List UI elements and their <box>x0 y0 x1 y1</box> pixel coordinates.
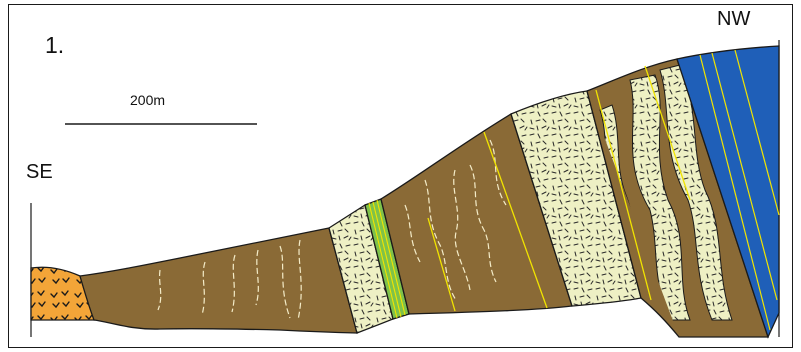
tan-unit-1 <box>80 228 357 333</box>
se-orientation-label: SE <box>26 161 53 184</box>
panel-number: 1. <box>45 32 64 59</box>
scale-bar-label: 200m <box>130 92 165 108</box>
nw-orientation-label: NW <box>717 8 750 31</box>
